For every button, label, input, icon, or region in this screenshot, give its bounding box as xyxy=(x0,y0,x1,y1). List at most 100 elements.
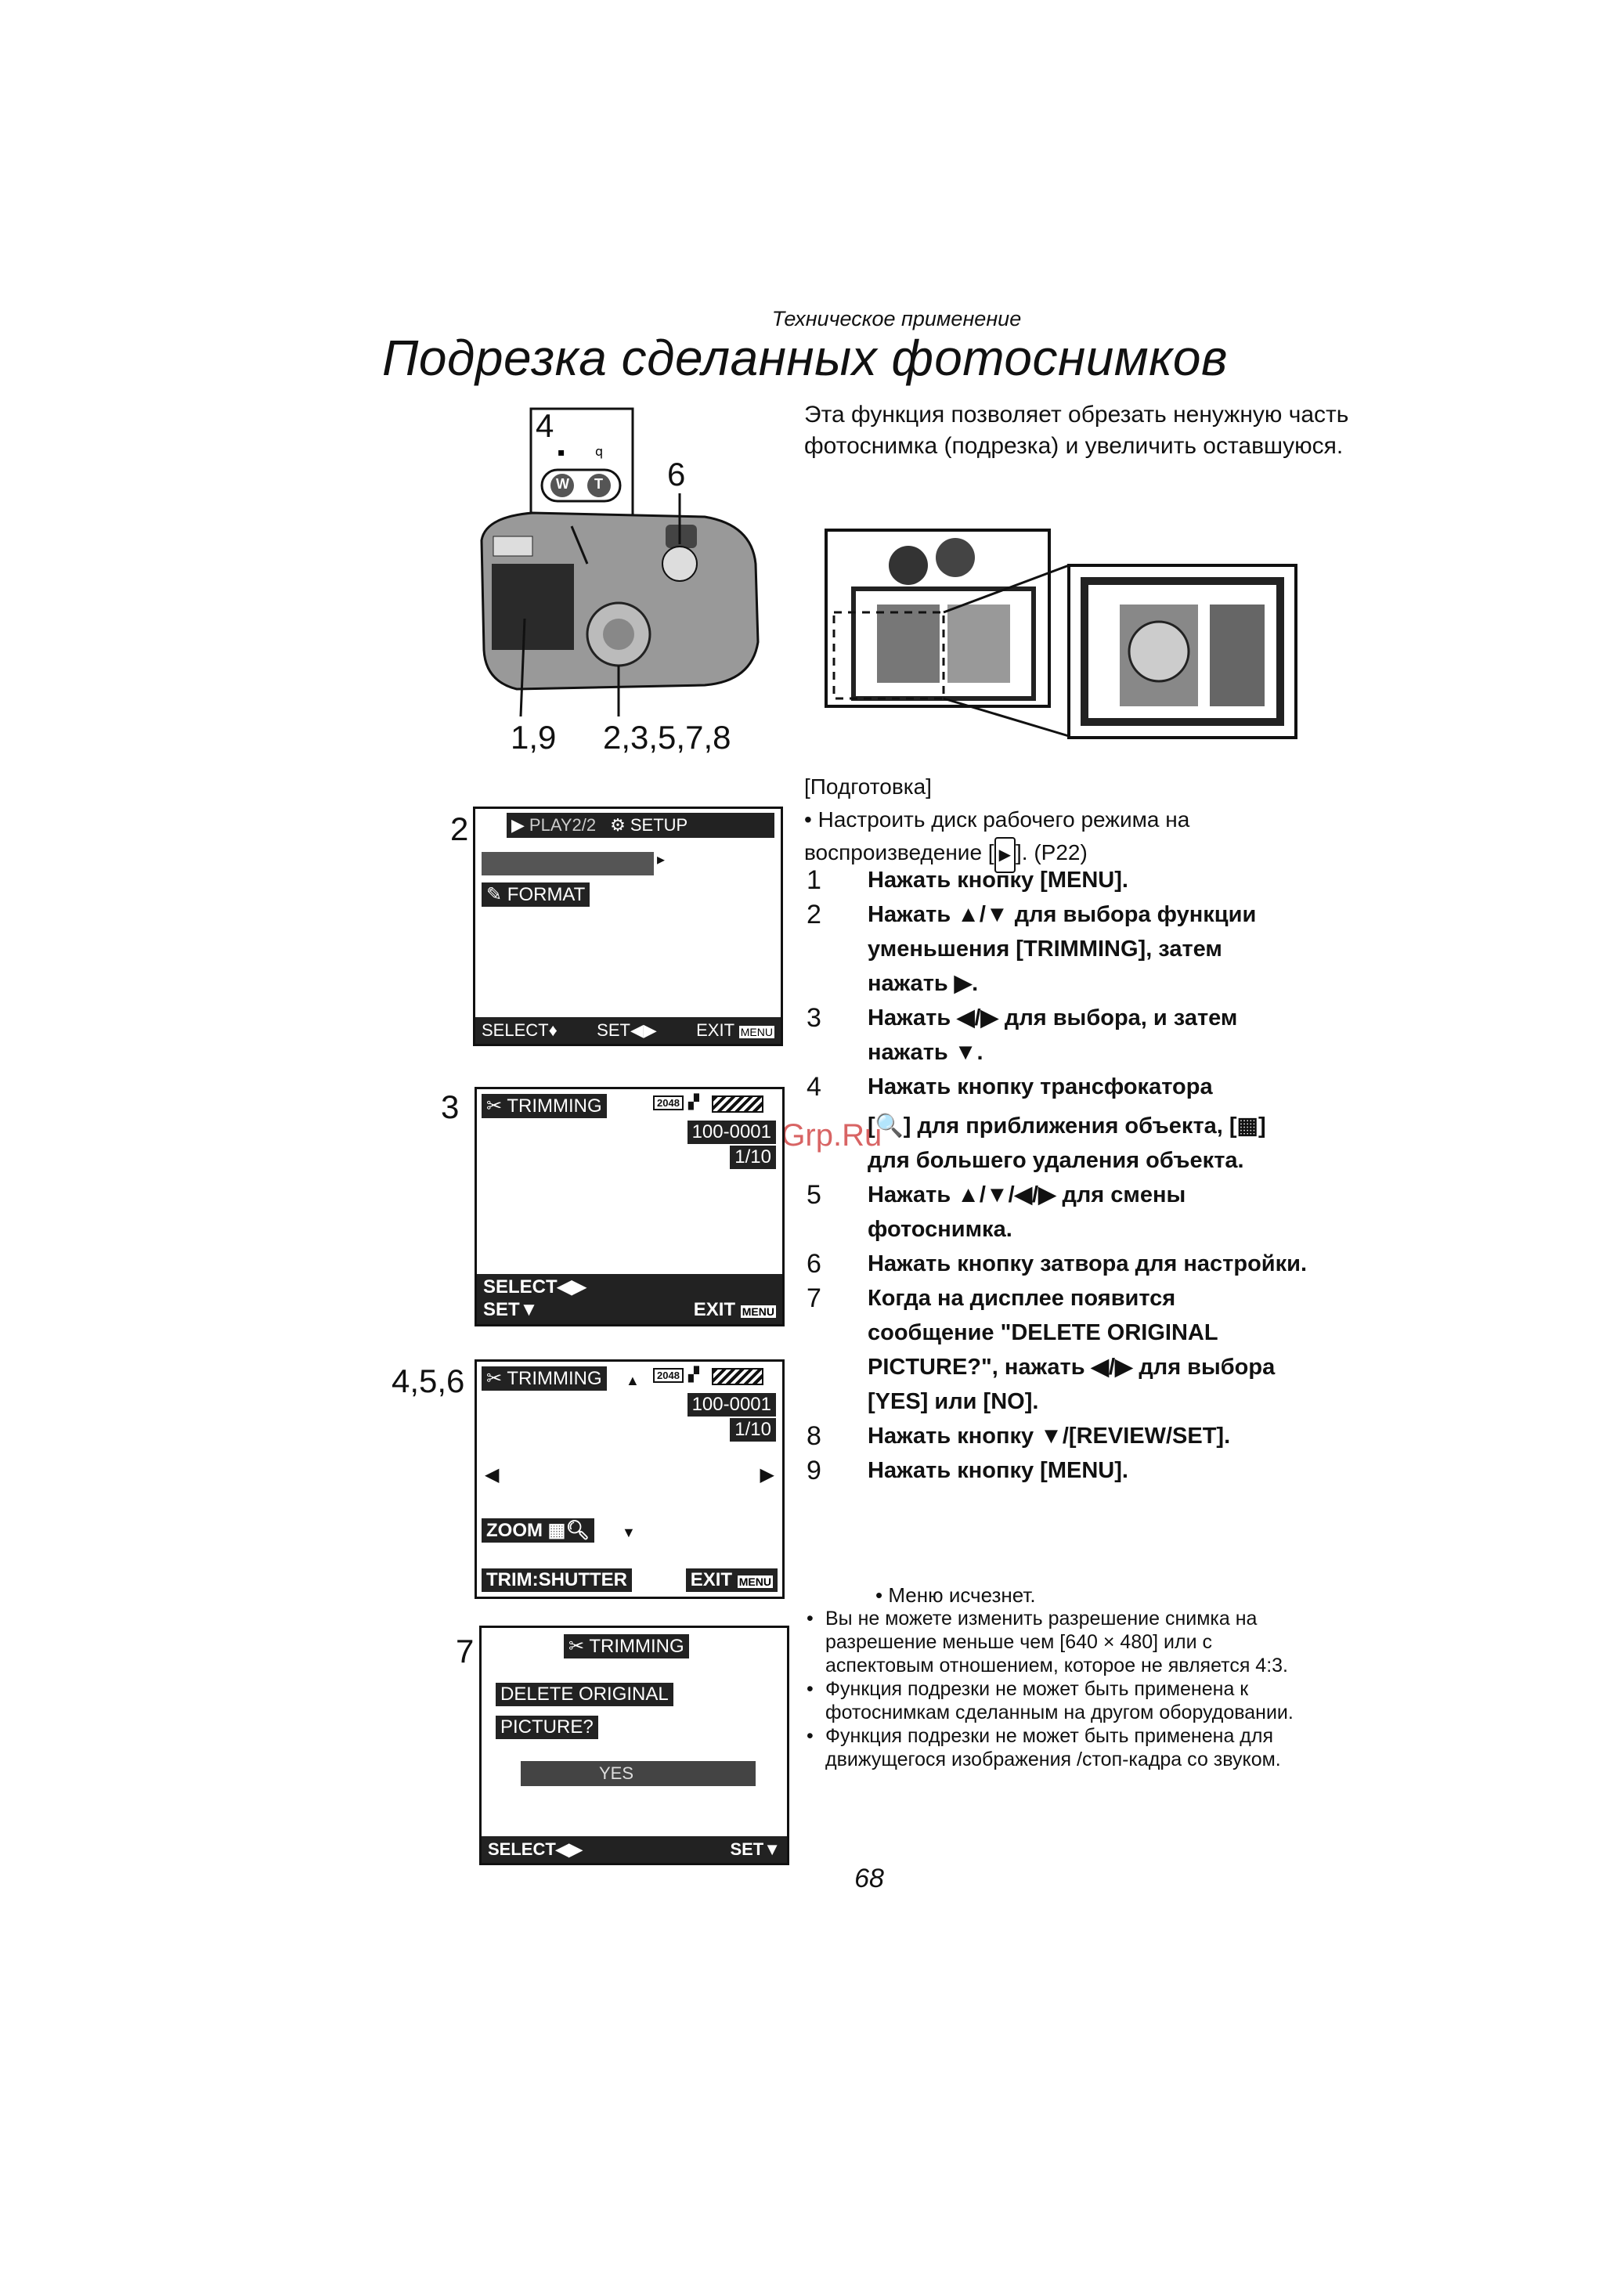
yes-option[interactable]: YES xyxy=(599,1763,634,1783)
select-hint: SELECT♦ xyxy=(482,1020,558,1040)
screen-7-delete-confirm: ✂ TRIMMING DELETE ORIGINAL PICTURE? YES … xyxy=(479,1626,789,1865)
play-tab-icon: ▶ xyxy=(511,815,525,835)
preparation-ref: ]. (P22) xyxy=(1015,840,1088,864)
select-hint: SELECT◀▶ xyxy=(488,1839,583,1859)
step-number: 3 xyxy=(807,1003,821,1033)
step-number: 1 xyxy=(807,865,821,895)
note-text: Вы не можете изменить разрешение снимка … xyxy=(825,1608,1289,1676)
trimming-title-text: TRIMMING xyxy=(507,1368,602,1389)
scissors-icon: ✂ xyxy=(568,1636,590,1657)
set-hint: SET◀▶ xyxy=(597,1020,657,1040)
callout-menu: 1,9 xyxy=(511,719,557,756)
zoom-label: ZOOM xyxy=(486,1520,543,1541)
file-number: 100-0001 xyxy=(687,1121,776,1144)
callout-shutter: 6 xyxy=(667,456,686,493)
callout-dial: 2,3,5,7,8 xyxy=(603,719,731,756)
picture-count: 1/10 xyxy=(730,1418,776,1442)
up-arrow-icon: ▲ xyxy=(626,1373,640,1388)
menu-icon: MENU xyxy=(740,1305,776,1318)
menu-item-format[interactable]: ✎ FORMAT xyxy=(482,882,590,907)
left-arrow-icon: ◀ xyxy=(485,1464,500,1485)
bullet-dot: • xyxy=(804,807,818,832)
step-item: [🔍] для приближения объекта, [▦] для бол… xyxy=(807,1109,1308,1178)
exit-hint: EXIT MENU xyxy=(685,1568,778,1592)
note-item: •Функция подрезки не может быть применен… xyxy=(807,1677,1323,1724)
trimming-title-text: TRIMMING xyxy=(507,1095,602,1117)
menu-disappears-note: • Меню исчезнет. xyxy=(875,1583,1036,1607)
screen-3-bottom-area: SELECT◀▶ SET▼ EXIT MENU xyxy=(477,1274,782,1324)
setup-tab-icon: ⚙ xyxy=(610,815,626,835)
trimming-title-text: TRIMMING xyxy=(589,1636,684,1657)
preparation-heading: [Подготовка] xyxy=(804,774,932,799)
screen-456-trimming: ✂ TRIMMING ▲ 2048 ▞ 100-0001 1/10 ◀ ▶ ZO… xyxy=(475,1359,785,1599)
trimming-title: ✂ TRIMMING xyxy=(564,1634,689,1658)
right-arrow-icon: ▶ xyxy=(760,1464,774,1485)
step-text: Нажать ▲/▼/◀/▶ для смены фотоснимка. xyxy=(868,1182,1186,1242)
exit-hint: EXIT MENU xyxy=(694,1299,776,1321)
step-text: Нажать кнопку [MENU]. xyxy=(868,1458,1128,1483)
notes-list: • Вы не можете изменить разрешение снимка… xyxy=(807,1607,1323,1771)
preparation-block: [Подготовка] • Настроить диск рабочего р… xyxy=(804,771,1352,873)
screen-3-trimming: ✂ TRIMMING 2048 ▞ 100-0001 1/10 SELECT◀▶… xyxy=(475,1087,785,1326)
tab-setup[interactable]: SETUP xyxy=(630,815,688,835)
camera-illustration: ▪ q 4 6 W T xyxy=(470,407,767,720)
intro-text: Эта функция позволяет обрезать ненужную … xyxy=(804,402,1349,459)
preparation-bullet: • Настроить диск рабочего режима на восп… xyxy=(804,803,1352,873)
trim-shutter-hint: TRIM:SHUTTER xyxy=(482,1568,632,1592)
zoom-indicator: ZOOM ▦🔍︎ xyxy=(482,1518,594,1543)
section-label: Техническое применение xyxy=(771,307,1022,330)
t-key-label: T xyxy=(594,476,603,492)
step-text: Нажать ▲/▼ для выбора функции уменьшения… xyxy=(868,902,1257,996)
resolution-badge: 2048 xyxy=(653,1095,684,1110)
step-text: Нажать кнопку [MENU]. xyxy=(868,868,1128,893)
screen-3-label: 3 xyxy=(441,1088,460,1125)
quality-icon: ▞ xyxy=(688,1094,699,1110)
trimming-title: ✂ TRIMMING xyxy=(482,1094,607,1118)
exit-label: EXIT xyxy=(693,1299,736,1320)
format-icon: ✎ xyxy=(486,884,507,905)
magnifier-icon: 🔍︎ xyxy=(565,1520,590,1541)
step-number: 5 xyxy=(807,1180,821,1210)
step-text: Нажать кнопку затвора для настройки. xyxy=(868,1251,1308,1276)
screen-456-label: 4,5,6 xyxy=(392,1362,465,1399)
bullet-dot: • xyxy=(807,1608,814,1630)
delete-original-line: DELETE ORIGINAL xyxy=(496,1683,673,1706)
note-text: Функция подрезки не может быть применена… xyxy=(825,1725,1281,1770)
step-number: 8 xyxy=(807,1421,821,1451)
exit-hint: EXIT MENU xyxy=(696,1020,774,1041)
wide-icon: ▦ xyxy=(547,1520,566,1541)
page-title: Подрезка сделанных фотоснимков xyxy=(382,330,1228,386)
callout-zoom-button: 4 xyxy=(536,407,554,444)
picture-question-line: PICTURE? xyxy=(496,1716,598,1739)
exit-label: EXIT xyxy=(696,1020,734,1040)
note-text: Функция подрезки не может быть применена… xyxy=(825,1678,1294,1723)
preparation-text: Настроить диск рабочего режима на воспро… xyxy=(804,807,1190,864)
select-hint: SELECT◀▶ xyxy=(483,1276,586,1297)
quality-icon: ▞ xyxy=(688,1366,699,1382)
svg-text:q: q xyxy=(595,444,603,459)
scissors-icon: ✂ xyxy=(486,1368,507,1389)
trimming-illustration xyxy=(822,526,1300,745)
sub-note-text: Меню исчезнет. xyxy=(888,1583,1036,1607)
menu-highlight-trimming[interactable] xyxy=(482,852,654,875)
bullet-dot: • xyxy=(807,1725,814,1747)
resolution-badge: 2048 xyxy=(653,1368,684,1383)
step-item: 5 Нажать ▲/▼/◀/▶ для смены фотоснимка. xyxy=(807,1178,1308,1247)
file-number: 100-0001 xyxy=(687,1393,776,1417)
play-mode-icon: ▶ xyxy=(994,837,1016,873)
screen-2-menu: ▶ PLAY2/2 ⚙ SETUP ▸ ✎ FORMAT SELECT♦ SET… xyxy=(473,807,783,1046)
set-hint: SET▼ xyxy=(483,1299,539,1320)
step-text: Нажать кнопку ▼/[REVIEW/SET]. xyxy=(868,1424,1231,1449)
yes-no-selector[interactable]: YES xyxy=(521,1761,756,1786)
battery-icon xyxy=(712,1368,763,1385)
tab-play[interactable]: PLAY2/2 xyxy=(529,815,597,835)
set-hint: SET▼ xyxy=(730,1839,781,1859)
down-arrow-icon: ▼ xyxy=(622,1525,636,1540)
page-number: 68 xyxy=(854,1864,884,1893)
